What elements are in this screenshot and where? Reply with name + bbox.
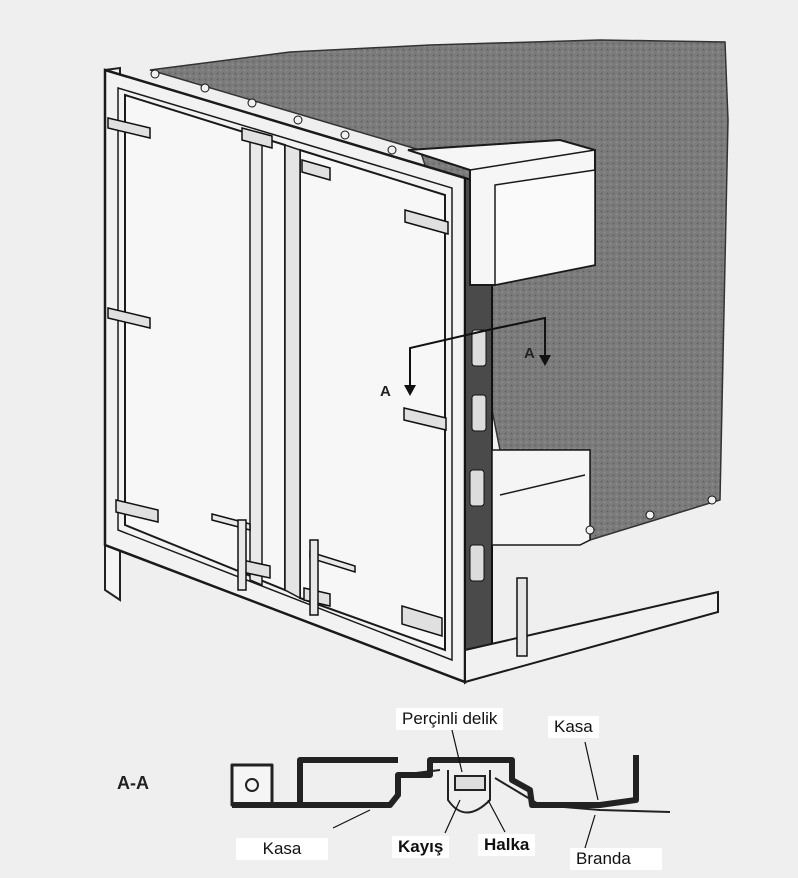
- door-frame-inner: [117, 86, 453, 662]
- ring-halka: [447, 770, 491, 814]
- section-marker-right: A: [524, 345, 535, 362]
- label-percinli-delik: Perçinli delik: [396, 708, 504, 730]
- cross-section: [230, 755, 639, 808]
- section-marker-left: A: [380, 383, 391, 400]
- section-line: [409, 316, 546, 385]
- tarp-line: [399, 769, 671, 813]
- door-lock-bars: [211, 513, 356, 616]
- door-hinges: [107, 117, 449, 638]
- door-center-post: [249, 130, 263, 587]
- rail-bracket: [516, 577, 528, 657]
- top-rivets: [150, 69, 717, 535]
- leader-lines: [332, 729, 599, 849]
- label-halka: Halka: [478, 834, 536, 856]
- side-rail: [464, 590, 719, 684]
- label-branda: Branda: [570, 848, 662, 870]
- label-kasa-bottom: Kasa: [236, 838, 328, 860]
- label-kayis: Kayış: [392, 836, 450, 858]
- label-kasa-top: Kasa: [548, 716, 599, 738]
- section-title: A-A: [117, 773, 149, 793]
- side-opening: [491, 449, 591, 546]
